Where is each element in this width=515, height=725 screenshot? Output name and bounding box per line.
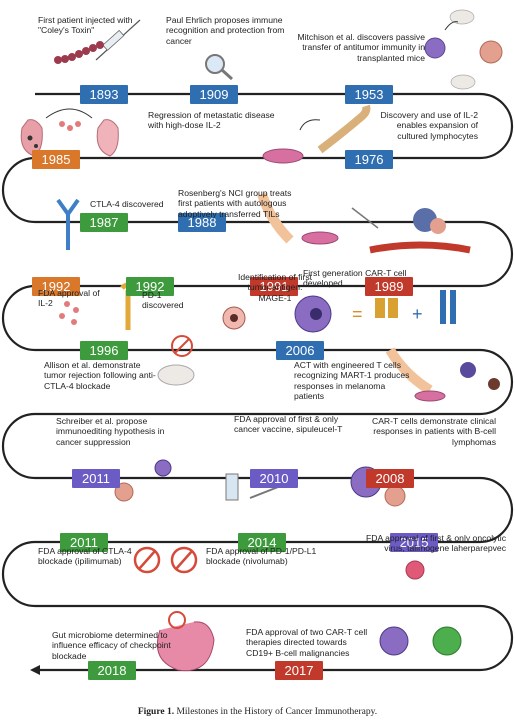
milestone-text-2017: FDA approval of two CAR-T cell therapies… xyxy=(246,627,368,658)
milestone-text-1909: Paul Ehrlich proposes immune recognition… xyxy=(166,15,285,46)
year-badge-2011: 2011 xyxy=(72,469,120,488)
car-t-therapy-icon xyxy=(379,626,462,656)
milestone-text-1893: First patient injected with "Coley's Tox… xyxy=(38,15,133,36)
year-badge-1987: 1987 xyxy=(80,213,128,232)
engineered-t-cell-icon xyxy=(385,347,500,402)
svg-text:=: = xyxy=(352,304,363,324)
mouse-icon xyxy=(449,9,476,90)
adoptive-transfer-icon xyxy=(257,192,471,254)
milestone-text-1987: CTLA-4 discovered xyxy=(90,199,164,209)
year-badge-1988: 1988 xyxy=(178,213,226,232)
tumor-antigen-icon xyxy=(222,306,246,330)
cycle-arrow-icon xyxy=(444,21,459,31)
milestone-text-2014: FDA approval of PD-1/PD-L1 blockade (niv… xyxy=(206,546,317,567)
stomach-microbiome-icon xyxy=(156,611,215,672)
year-badge-1992: 1992 xyxy=(32,277,80,296)
milestone-text-1985: Regression of metastatic disease with hi… xyxy=(148,110,275,131)
ctla4-receptor-icon xyxy=(56,198,80,250)
year-badge-1893: 1893 xyxy=(80,85,128,104)
culture-dish-icon xyxy=(262,104,371,164)
year-badge-2008: 2008 xyxy=(366,469,414,488)
year-badge-2006: 2006 xyxy=(276,341,324,360)
milestone-text-2006: ACT with engineered T cells recognizing … xyxy=(294,360,410,402)
caption-label: Figure 1. xyxy=(137,707,175,717)
year-badge-2018: 2018 xyxy=(88,661,136,680)
milestone-text-1996: Allison et al. demonstrate tumor rejecti… xyxy=(44,360,156,391)
milestone-text-1991: Identification of first tumor antigen: M… xyxy=(237,272,313,303)
milestone-text-1953: Mitchison et al. discovers passive trans… xyxy=(297,32,425,63)
milestone-text-2008: CAR-T cells demonstrate clinical respons… xyxy=(371,416,496,447)
syringe-icon xyxy=(95,19,141,61)
milestone-text-2011: FDA approval of CTLA-4 blockade (ipilimu… xyxy=(38,546,132,567)
milestone-text-2011: Schreiber et al. propose immunoediting h… xyxy=(56,416,165,447)
checkpoint-block-icon xyxy=(133,546,198,574)
bacteria-chain-icon xyxy=(54,41,104,64)
magnifier-icon xyxy=(205,54,234,81)
milestone-text-1992: PD-1 discovered xyxy=(142,290,184,311)
milestone-text-1988: Rosenberg's NCI group treats first patie… xyxy=(178,188,292,219)
immune-cell-icon xyxy=(424,37,446,59)
year-badge-1989: 1989 xyxy=(365,277,413,296)
year-badge-1909: 1909 xyxy=(190,85,238,104)
figure-caption: Figure 1. Milestones in the History of C… xyxy=(0,707,515,717)
year-badge-1953: 1953 xyxy=(345,85,393,104)
car-t-cell-icon: = + xyxy=(294,290,456,333)
year-badge-1992: 1992 xyxy=(126,277,174,296)
milestone-text-1989: First generation CAR-T cell developed xyxy=(303,268,407,289)
year-badge-2010: 2010 xyxy=(250,469,298,488)
year-badge-1985: 1985 xyxy=(32,150,80,169)
milestone-text-1992: FDA approval of IL-2 xyxy=(38,288,100,309)
year-badge-1976: 1976 xyxy=(345,150,393,169)
year-badge-1996: 1996 xyxy=(80,341,128,360)
milestone-text-2018: Gut microbiome determined to influence e… xyxy=(52,630,171,661)
year-badge-2017: 2017 xyxy=(275,661,323,680)
lungs-icon xyxy=(20,108,119,157)
year-badge-2011: 2011 xyxy=(60,533,108,552)
caption-text: Milestones in the History of Cancer Immu… xyxy=(176,707,378,717)
milestone-text-2015: FDA approval of first & only oncolytic v… xyxy=(366,533,506,554)
oncolytic-virus-icon xyxy=(405,560,425,580)
svg-text:+: + xyxy=(412,304,423,324)
il2-molecules-icon xyxy=(59,301,79,325)
year-badge-2014: 2014 xyxy=(238,533,286,552)
milestone-text-2010: FDA approval of first & only cancer vacc… xyxy=(234,414,343,435)
tumor-icon xyxy=(479,40,503,64)
antibody-block-icon xyxy=(157,335,195,386)
year-badge-1991: 1991 xyxy=(250,277,298,296)
immunoediting-icon xyxy=(114,459,172,502)
year-badge-2015: 2015 xyxy=(390,533,438,552)
milestone-text-1976: Discovery and use of IL-2 enables expans… xyxy=(380,110,478,141)
